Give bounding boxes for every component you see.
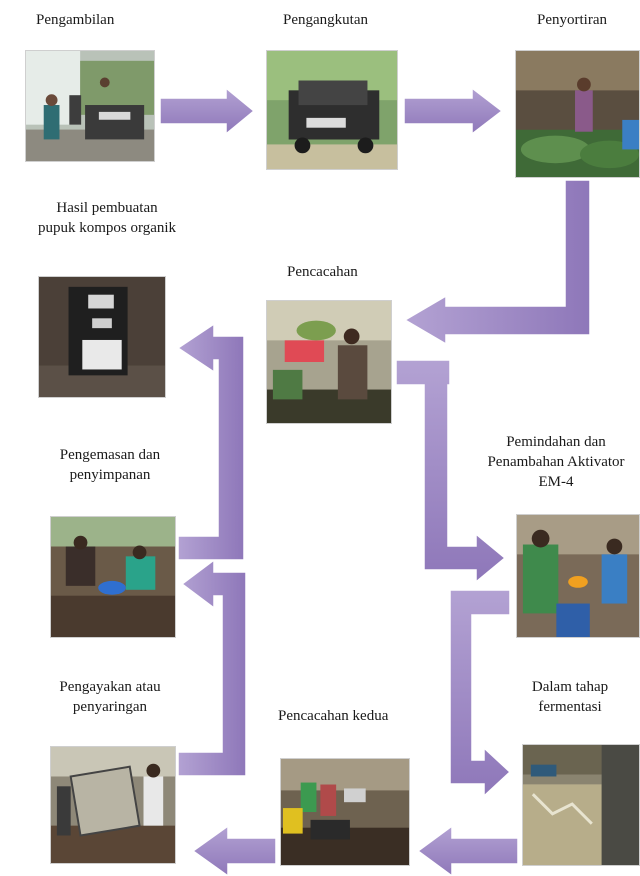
label-hasil-line2: pupuk kompos organik — [37, 220, 177, 236]
arrow-fermentasi-to-pencacahan-kedua — [416, 824, 519, 876]
label-fermentasi-line1: Dalam tahap — [531, 679, 609, 695]
label-pengayakan: Pengayakan atau penyaringan — [30, 677, 190, 717]
arrow-penyortiran-to-pencacahan — [403, 179, 591, 346]
arrow-pengayakan-to-pengemasan — [177, 558, 247, 777]
sorting-photo — [515, 50, 640, 178]
arrow-pencacahan-to-pemindahan — [395, 359, 507, 584]
arrow-pengangkutan-to-penyortiran — [403, 86, 504, 136]
label-pengangkutan: Pengangkutan — [283, 12, 368, 28]
label-pemindahan-line2: Penambahan Aktivator — [487, 454, 625, 470]
label-pengayakan-line1: Pengayakan atau — [59, 679, 161, 695]
chopping-photo — [266, 300, 392, 424]
arrow-pengemasan-to-hasil — [176, 322, 245, 561]
label-pengemasan: Pengemasan dan penyimpanan — [30, 445, 190, 485]
label-pencacahan: Pencacahan — [287, 264, 358, 280]
label-fermentasi: Dalam tahap fermentasi — [505, 677, 635, 717]
fermentation-photo — [522, 744, 640, 866]
packing-photo — [50, 516, 176, 638]
collection-photo — [25, 50, 155, 162]
label-pengambilan: Pengambilan — [36, 12, 115, 28]
label-pemindahan: Pemindahan dan Penambahan Aktivator EM-4 — [472, 432, 640, 492]
sieving-photo — [50, 746, 176, 864]
label-pengemasan-line2: penyimpanan — [69, 467, 151, 483]
label-pengemasan-line1: Pengemasan dan — [59, 447, 161, 463]
label-pemindahan-line3: EM-4 — [538, 474, 574, 490]
compost-bags-photo — [38, 276, 166, 398]
arrow-pemindahan-to-fermentasi — [449, 589, 512, 798]
label-pengayakan-line2: penyaringan — [72, 699, 148, 715]
second-chopping-photo — [280, 758, 410, 866]
label-pencacahan-kedua: Pencacahan kedua — [278, 708, 389, 724]
label-hasil: Hasil pembuatan pupuk kompos organik — [12, 198, 202, 238]
arrow-pengambilan-to-pengangkutan — [159, 86, 256, 136]
activator-photo — [516, 514, 640, 638]
label-penyortiran: Penyortiran — [537, 12, 607, 28]
label-fermentasi-line2: fermentasi — [538, 699, 602, 715]
label-pemindahan-line1: Pemindahan dan — [506, 434, 606, 450]
arrow-pencacahan-kedua-to-pengayakan — [191, 824, 277, 876]
label-hasil-line1: Hasil pembuatan — [56, 200, 158, 216]
truck-photo — [266, 50, 398, 170]
